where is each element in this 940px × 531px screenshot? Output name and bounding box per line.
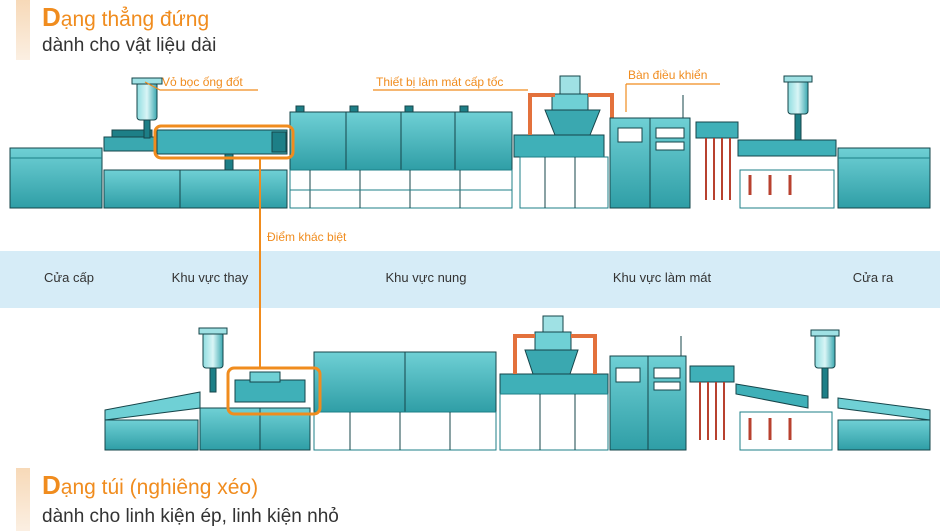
vertical-type-machine bbox=[9, 75, 931, 209]
zone-exit-door: Cửa ra bbox=[852, 270, 894, 285]
callout-rapid-cooling: Thiết bị làm mát cấp tốc bbox=[376, 75, 504, 89]
zone-feed-door: Cửa cấp bbox=[44, 270, 94, 285]
highlight-box-top bbox=[153, 124, 295, 160]
top-heading-subtitle: dành cho vật liệu dài bbox=[42, 35, 217, 56]
bottom-heading-initial: D bbox=[42, 470, 61, 500]
heading-accent-bar bbox=[16, 468, 30, 531]
zone-band bbox=[0, 251, 940, 308]
callout-burner-cover: Vỏ bọc ống đốt bbox=[162, 75, 243, 89]
zone-exchange: Khu vực thay bbox=[171, 270, 249, 285]
heading-accent-bar bbox=[16, 0, 30, 60]
bottom-heading-title: Dạng túi (nghiêng xéo) bbox=[42, 470, 258, 501]
bottom-heading-subtitle: dành cho linh kiện ép, linh kiện nhỏ bbox=[42, 506, 339, 527]
highlight-box-bottom bbox=[226, 366, 322, 416]
callout-difference: Điểm khác biệt bbox=[267, 230, 347, 244]
callout-control-panel: Bàn điều khiển bbox=[628, 68, 708, 82]
bag-type-machine bbox=[104, 315, 931, 451]
zone-heating: Khu vực nung bbox=[385, 270, 467, 285]
top-heading-title-rest: ạng thẳng đứng bbox=[60, 8, 210, 31]
bottom-heading-title-rest: ạng túi (nghiêng xéo) bbox=[60, 476, 259, 499]
zone-cooling: Khu vực làm mát bbox=[612, 270, 712, 285]
top-heading-title: Dạng thẳng đứng bbox=[42, 2, 209, 33]
top-heading-initial: D bbox=[42, 2, 61, 32]
callout-lines bbox=[144, 81, 720, 112]
difference-highlight bbox=[153, 124, 322, 416]
